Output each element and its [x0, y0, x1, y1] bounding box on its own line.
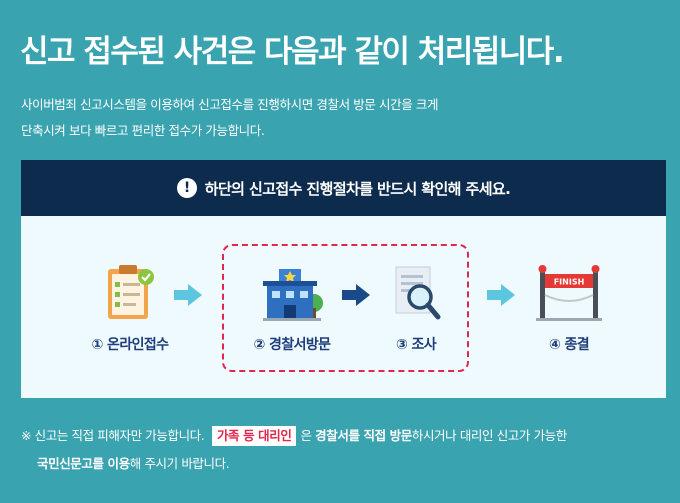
finish-text: FINISH [554, 278, 585, 287]
document-magnifier-icon [395, 266, 441, 320]
arrow-right-icon [487, 284, 515, 306]
page-title: 신고 접수된 사건은 다음과 같이 처리됩니다. [20, 34, 565, 70]
footnote-bold-2: 국민신문고를 이용 [37, 456, 130, 471]
step-label-1: ① 온라인접수 [91, 337, 170, 353]
description-line-2: 단축시켜 보다 빠르고 편리한 접수가 가능합니다. [21, 123, 265, 138]
step-label-3: ③ 조사 [395, 337, 437, 353]
notice-bar: ! 하단의 신고접수 진행절차를 반드시 확인해 주세요. [21, 160, 666, 216]
footnote-bold-1: 경찰서를 직접 방문 [315, 428, 412, 443]
arrow-right-icon [174, 284, 202, 306]
step-investigation: ③ 조사 [361, 263, 471, 354]
footnote-text-1: 신고는 직접 피해자만 가능합니다. [34, 428, 205, 443]
step-online-report: ① 온라인접수 [65, 263, 195, 354]
reference-mark: ※ [21, 428, 32, 443]
step-police-visit: ② 경찰서방문 [227, 263, 357, 354]
notice-text: 하단의 신고접수 진행절차를 반드시 확인해 주세요. [204, 179, 511, 198]
footnote-text-2: 은 [300, 428, 312, 443]
description-line-1: 사이버범죄 신고시스템을 이용하여 신고접수를 진행하시면 경찰서 방문 시간을… [21, 97, 439, 112]
process-panel: ! 하단의 신고접수 진행절차를 반드시 확인해 주세요. ① 온라인접수 [21, 160, 666, 398]
arrow-right-dark-icon [342, 284, 370, 306]
description: 사이버범죄 신고시스템을 이용하여 신고접수를 진행하시면 경찰서 방문 시간을… [21, 92, 641, 144]
clipboard-checklist-icon [108, 265, 154, 319]
step-closing: FINISH ④ 종결 [519, 263, 619, 354]
police-station-icon [263, 269, 323, 321]
step-label-2: ② 경찰서방문 [253, 337, 332, 353]
footnote-text-3: 하시거나 대리인 신고가 가능한 [411, 428, 567, 443]
footnote-text-4: 해 주시기 바랍니다. [129, 456, 230, 471]
footnote-line-2: 국민신문고를 이용해 주시기 바랍니다. [21, 450, 661, 478]
step-label-4: ④ 종결 [548, 337, 590, 353]
highlight-badge: 가족 등 대리인 [211, 426, 297, 446]
dashed-highlight-box [222, 244, 469, 372]
finish-line-icon: FINISH [536, 265, 602, 321]
exclamation-icon: ! [176, 178, 197, 198]
